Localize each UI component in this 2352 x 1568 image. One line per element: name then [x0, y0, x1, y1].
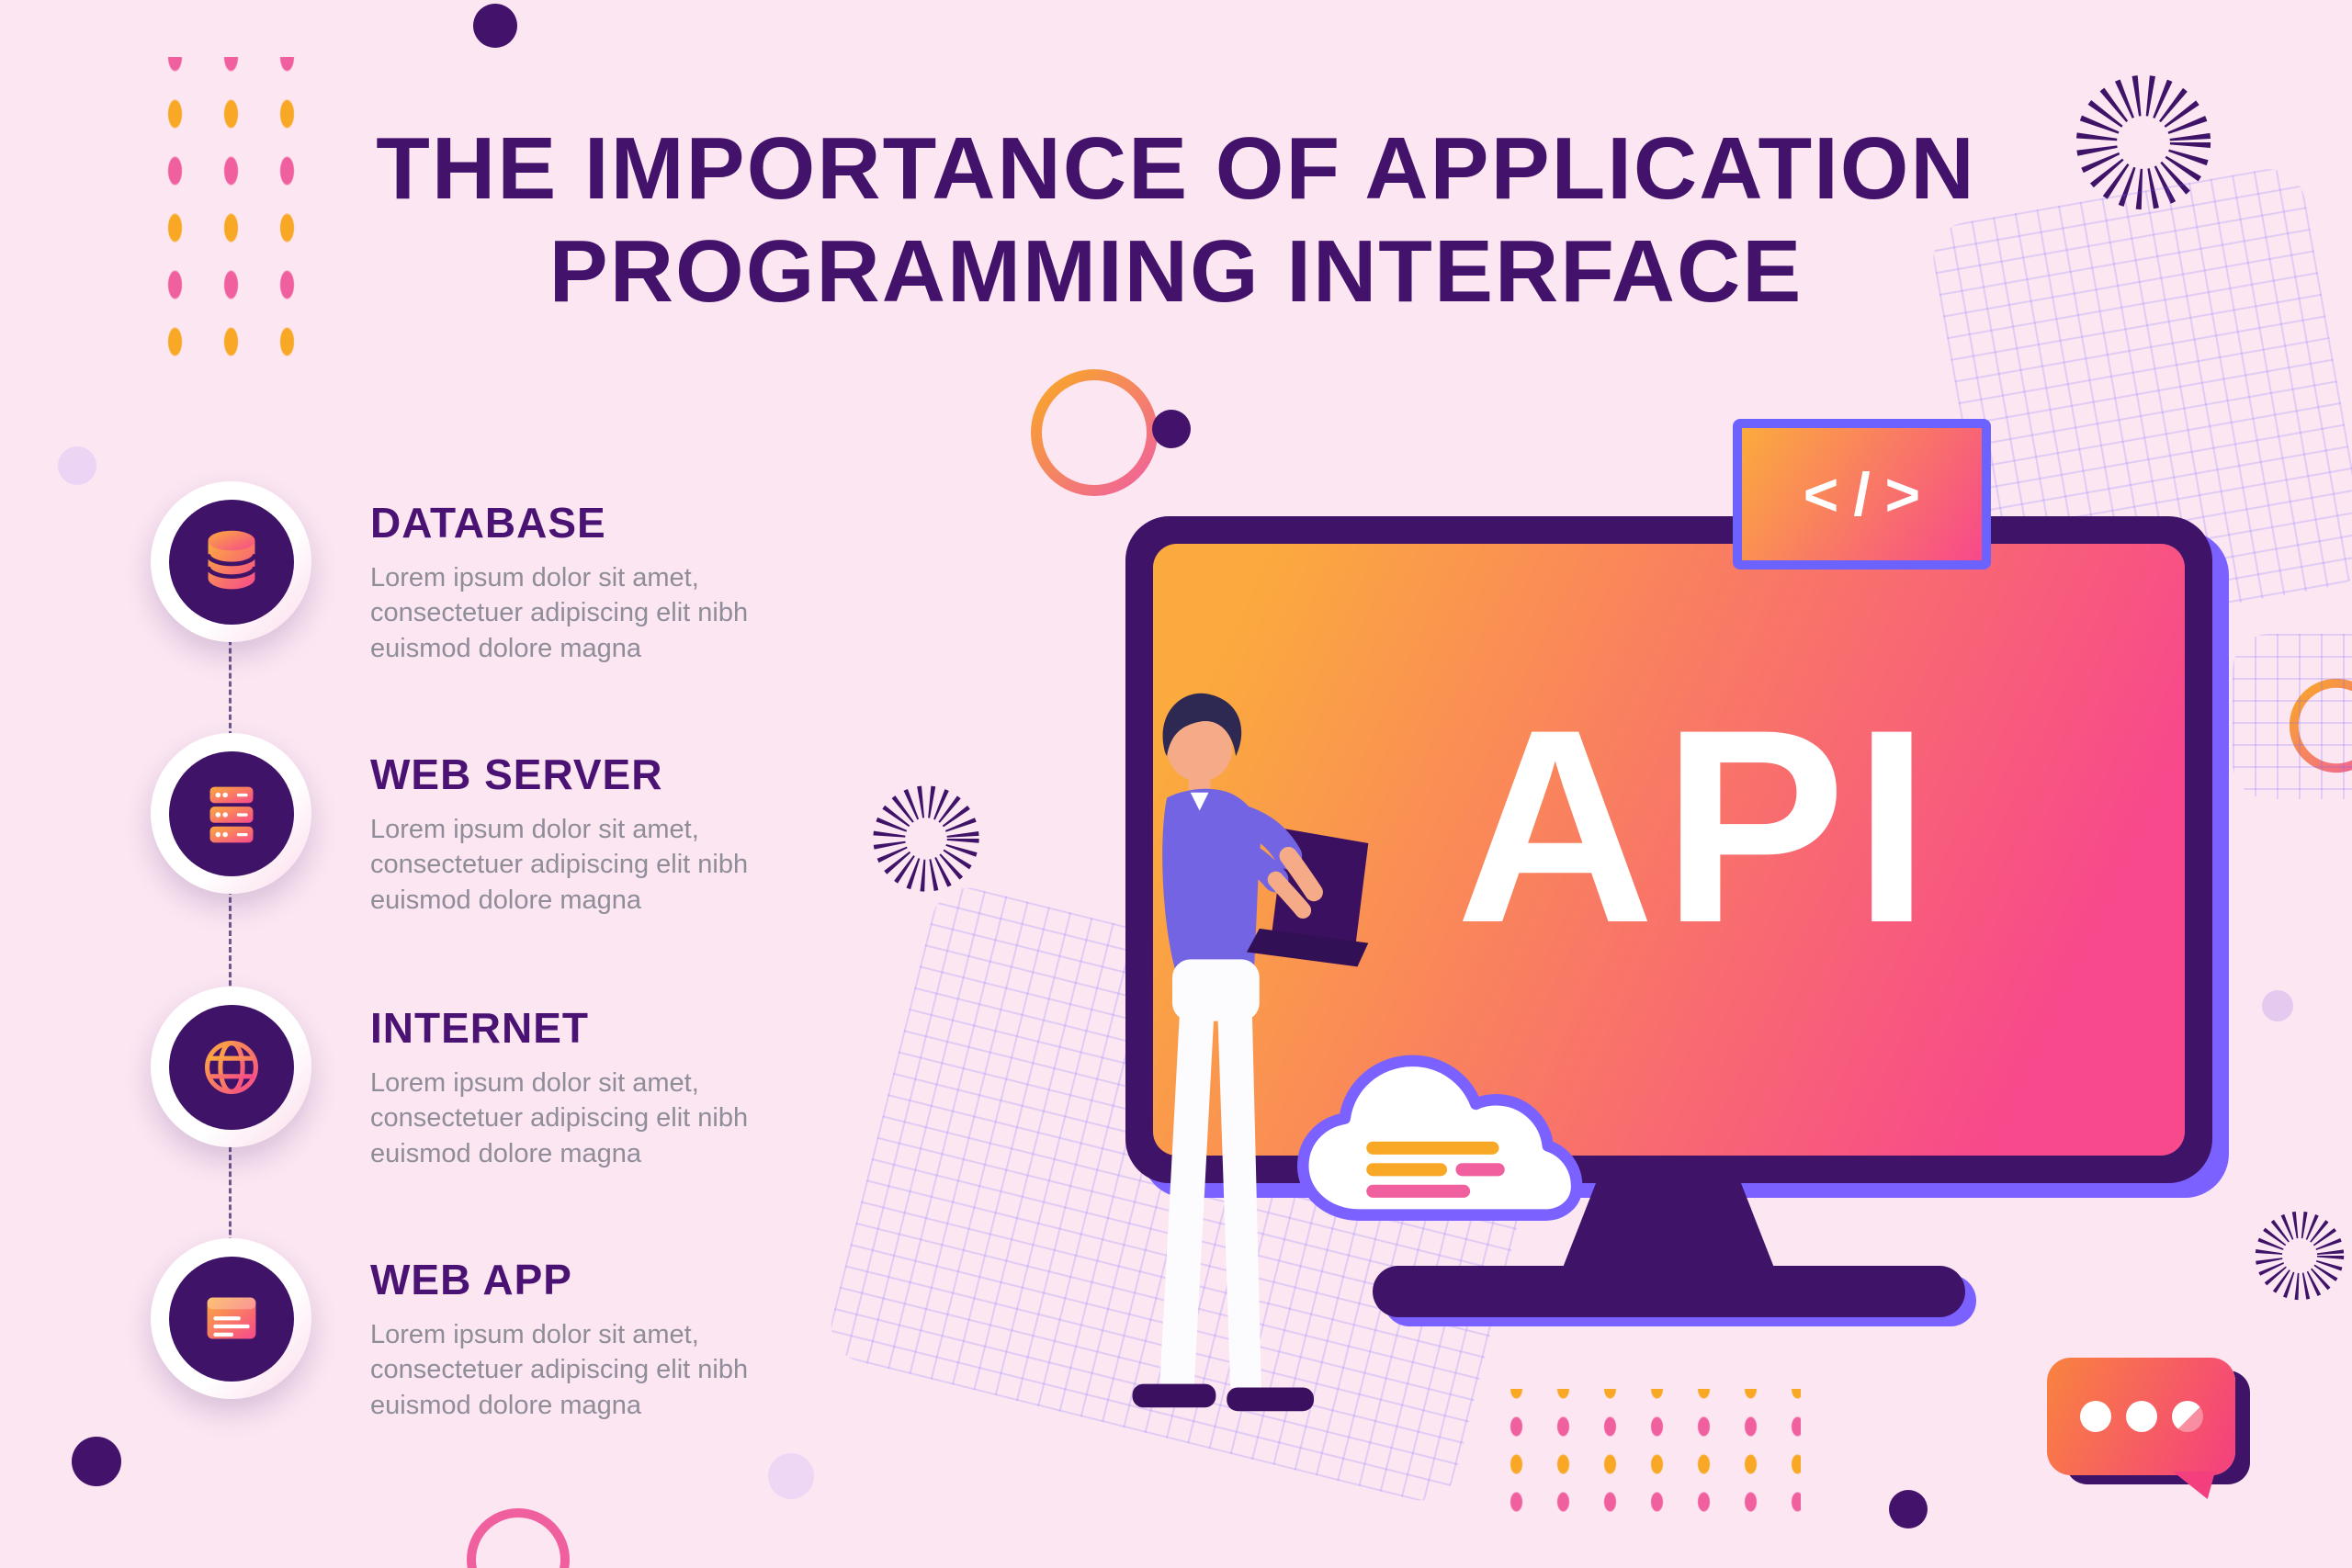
chat-bubble-icon	[2047, 1358, 2235, 1475]
monitor-stand-neck	[1563, 1181, 1774, 1268]
decor-dot-lavender-bottom	[768, 1453, 814, 1499]
timeline-connector	[229, 565, 232, 1318]
database-icon-disc	[168, 499, 294, 625]
chat-dot	[2125, 1401, 2157, 1432]
decor-dot-purple-mid	[1152, 410, 1191, 448]
item-heading: WEB APP	[370, 1256, 572, 1303]
decor-dot-purple-top	[473, 4, 517, 48]
dots-grid-top-left	[147, 57, 326, 374]
item-description: Lorem ipsum dolor sit amet, consectetuer…	[370, 1068, 749, 1168]
starburst-icon-bottom-right	[2248, 1204, 2351, 1307]
item-text: DATABASE Lorem ipsum dolor sit amet, con…	[370, 481, 834, 666]
starburst-icon-top-right	[2065, 64, 2222, 220]
globe-icon	[151, 987, 311, 1147]
person-with-laptop-illustration	[1027, 676, 1390, 1448]
item-description: Lorem ipsum dolor sit amet, consectetuer…	[370, 1320, 749, 1420]
monitor-frame: API	[1125, 516, 2212, 1183]
item-heading: INTERNET	[370, 1004, 589, 1052]
pink-ring-icon-bottom-left	[467, 1508, 570, 1568]
dots-grid-bottom	[1493, 1389, 1801, 1517]
item-text: WEB SERVER Lorem ipsum dolor sit amet, c…	[370, 733, 834, 918]
list-item-web-app: WEB APP Lorem ipsum dolor sit amet, cons…	[151, 1238, 834, 1423]
decor-dot-purple-bottom-right	[1889, 1490, 1928, 1529]
item-text: INTERNET Lorem ipsum dolor sit amet, con…	[370, 987, 834, 1171]
item-description: Lorem ipsum dolor sit amet, consectetuer…	[370, 563, 749, 663]
code-icon-label: </>	[1803, 460, 1936, 528]
cloud-icon	[1277, 1027, 1594, 1247]
code-icon: </>	[1733, 419, 1991, 570]
item-heading: WEB SERVER	[370, 750, 663, 798]
decor-dot-purple-bottom-left	[72, 1437, 121, 1486]
database-icon	[151, 481, 311, 642]
chat-dot	[2079, 1401, 2111, 1432]
monitor-stand-base	[1373, 1266, 1965, 1317]
server-icon	[151, 733, 311, 894]
orange-ring-icon-right	[2286, 675, 2352, 776]
starburst-icon-left	[865, 777, 988, 900]
item-text: WEB APP Lorem ipsum dolor sit amet, cons…	[370, 1238, 834, 1423]
api-label: API	[1455, 671, 1938, 980]
chat-dot	[2171, 1401, 2203, 1432]
item-heading: DATABASE	[370, 499, 606, 547]
page-title: THE IMPORTANCE OF APPLICATION PROGRAMMIN…	[376, 119, 1976, 321]
decor-dot-lavender-left	[58, 446, 96, 485]
list-item-web-server: WEB SERVER Lorem ipsum dolor sit amet, c…	[151, 733, 834, 918]
list-item-database: DATABASE Lorem ipsum dolor sit amet, con…	[151, 481, 834, 666]
decor-dot-lavender-right	[2262, 990, 2293, 1021]
browser-icon-disc	[168, 1256, 294, 1382]
grid-pattern-right	[2233, 634, 2352, 799]
server-icon-disc	[168, 750, 294, 876]
list-item-internet: INTERNET Lorem ipsum dolor sit amet, con…	[151, 987, 834, 1171]
browser-icon	[151, 1238, 311, 1399]
gradient-ring-icon	[1025, 364, 1163, 502]
monitor: API	[1125, 516, 2229, 1343]
globe-icon-disc	[168, 1004, 294, 1130]
item-description: Lorem ipsum dolor sit amet, consectetuer…	[370, 815, 749, 915]
